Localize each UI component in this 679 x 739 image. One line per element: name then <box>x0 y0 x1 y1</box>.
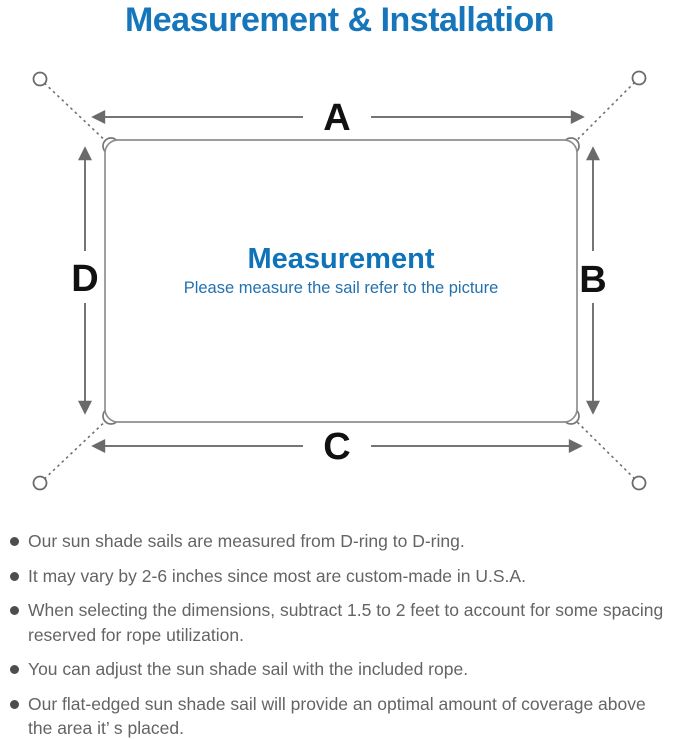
dimension-label-d: D <box>71 258 98 300</box>
anchor-ring-top-right <box>631 70 647 86</box>
dimension-label-c: C <box>323 426 350 468</box>
bullet-icon <box>10 665 19 674</box>
sail-rectangle <box>104 139 578 423</box>
list-item: Our flat-edged sun shade sail will provi… <box>0 692 673 739</box>
list-item: It may vary by 2-6 inches since most are… <box>0 564 673 589</box>
anchor-ring-bottom-left <box>32 475 48 491</box>
dimension-label-a: A <box>323 97 350 139</box>
list-item-text: It may vary by 2-6 inches since most are… <box>28 565 526 586</box>
tether-line-bottom-left <box>39 415 112 484</box>
anchor-ring-top-left <box>32 71 48 87</box>
notes-list: Our sun shade sails are measured from D-… <box>0 522 679 739</box>
bullet-icon <box>10 537 19 546</box>
measurement-diagram: A C D B Measurement Please measure the s… <box>32 70 647 491</box>
tether-line-bottom-right <box>570 415 640 484</box>
bullet-icon <box>10 571 19 581</box>
page-title: Measurement & Installation <box>124 1 555 39</box>
diagram-center-title: Measurement <box>248 243 435 275</box>
diagram-center-subtitle: Please measure the sail refer to the pic… <box>184 279 499 297</box>
list-item: Our sun shade sails are measured from D-… <box>0 529 673 554</box>
tether-line-top-right <box>570 77 640 147</box>
list-item-text: You can adjust the sun shade sail with t… <box>28 659 469 679</box>
list-item-text: When selecting the dimensions, subtract … <box>28 600 664 645</box>
list-item: When selecting the dimensions, subtract … <box>0 598 673 647</box>
dimension-label-b: B <box>579 259 606 301</box>
bullet-icon <box>10 606 19 615</box>
list-item-text: Our sun shade sails are measured from D-… <box>28 531 465 551</box>
bullet-icon <box>10 699 19 709</box>
anchor-ring-bottom-right <box>631 475 647 491</box>
tether-line-top-left <box>39 78 112 147</box>
list-item: You can adjust the sun shade sail with t… <box>0 657 673 682</box>
list-item-text: Our flat-edged sun shade sail will provi… <box>28 693 646 739</box>
